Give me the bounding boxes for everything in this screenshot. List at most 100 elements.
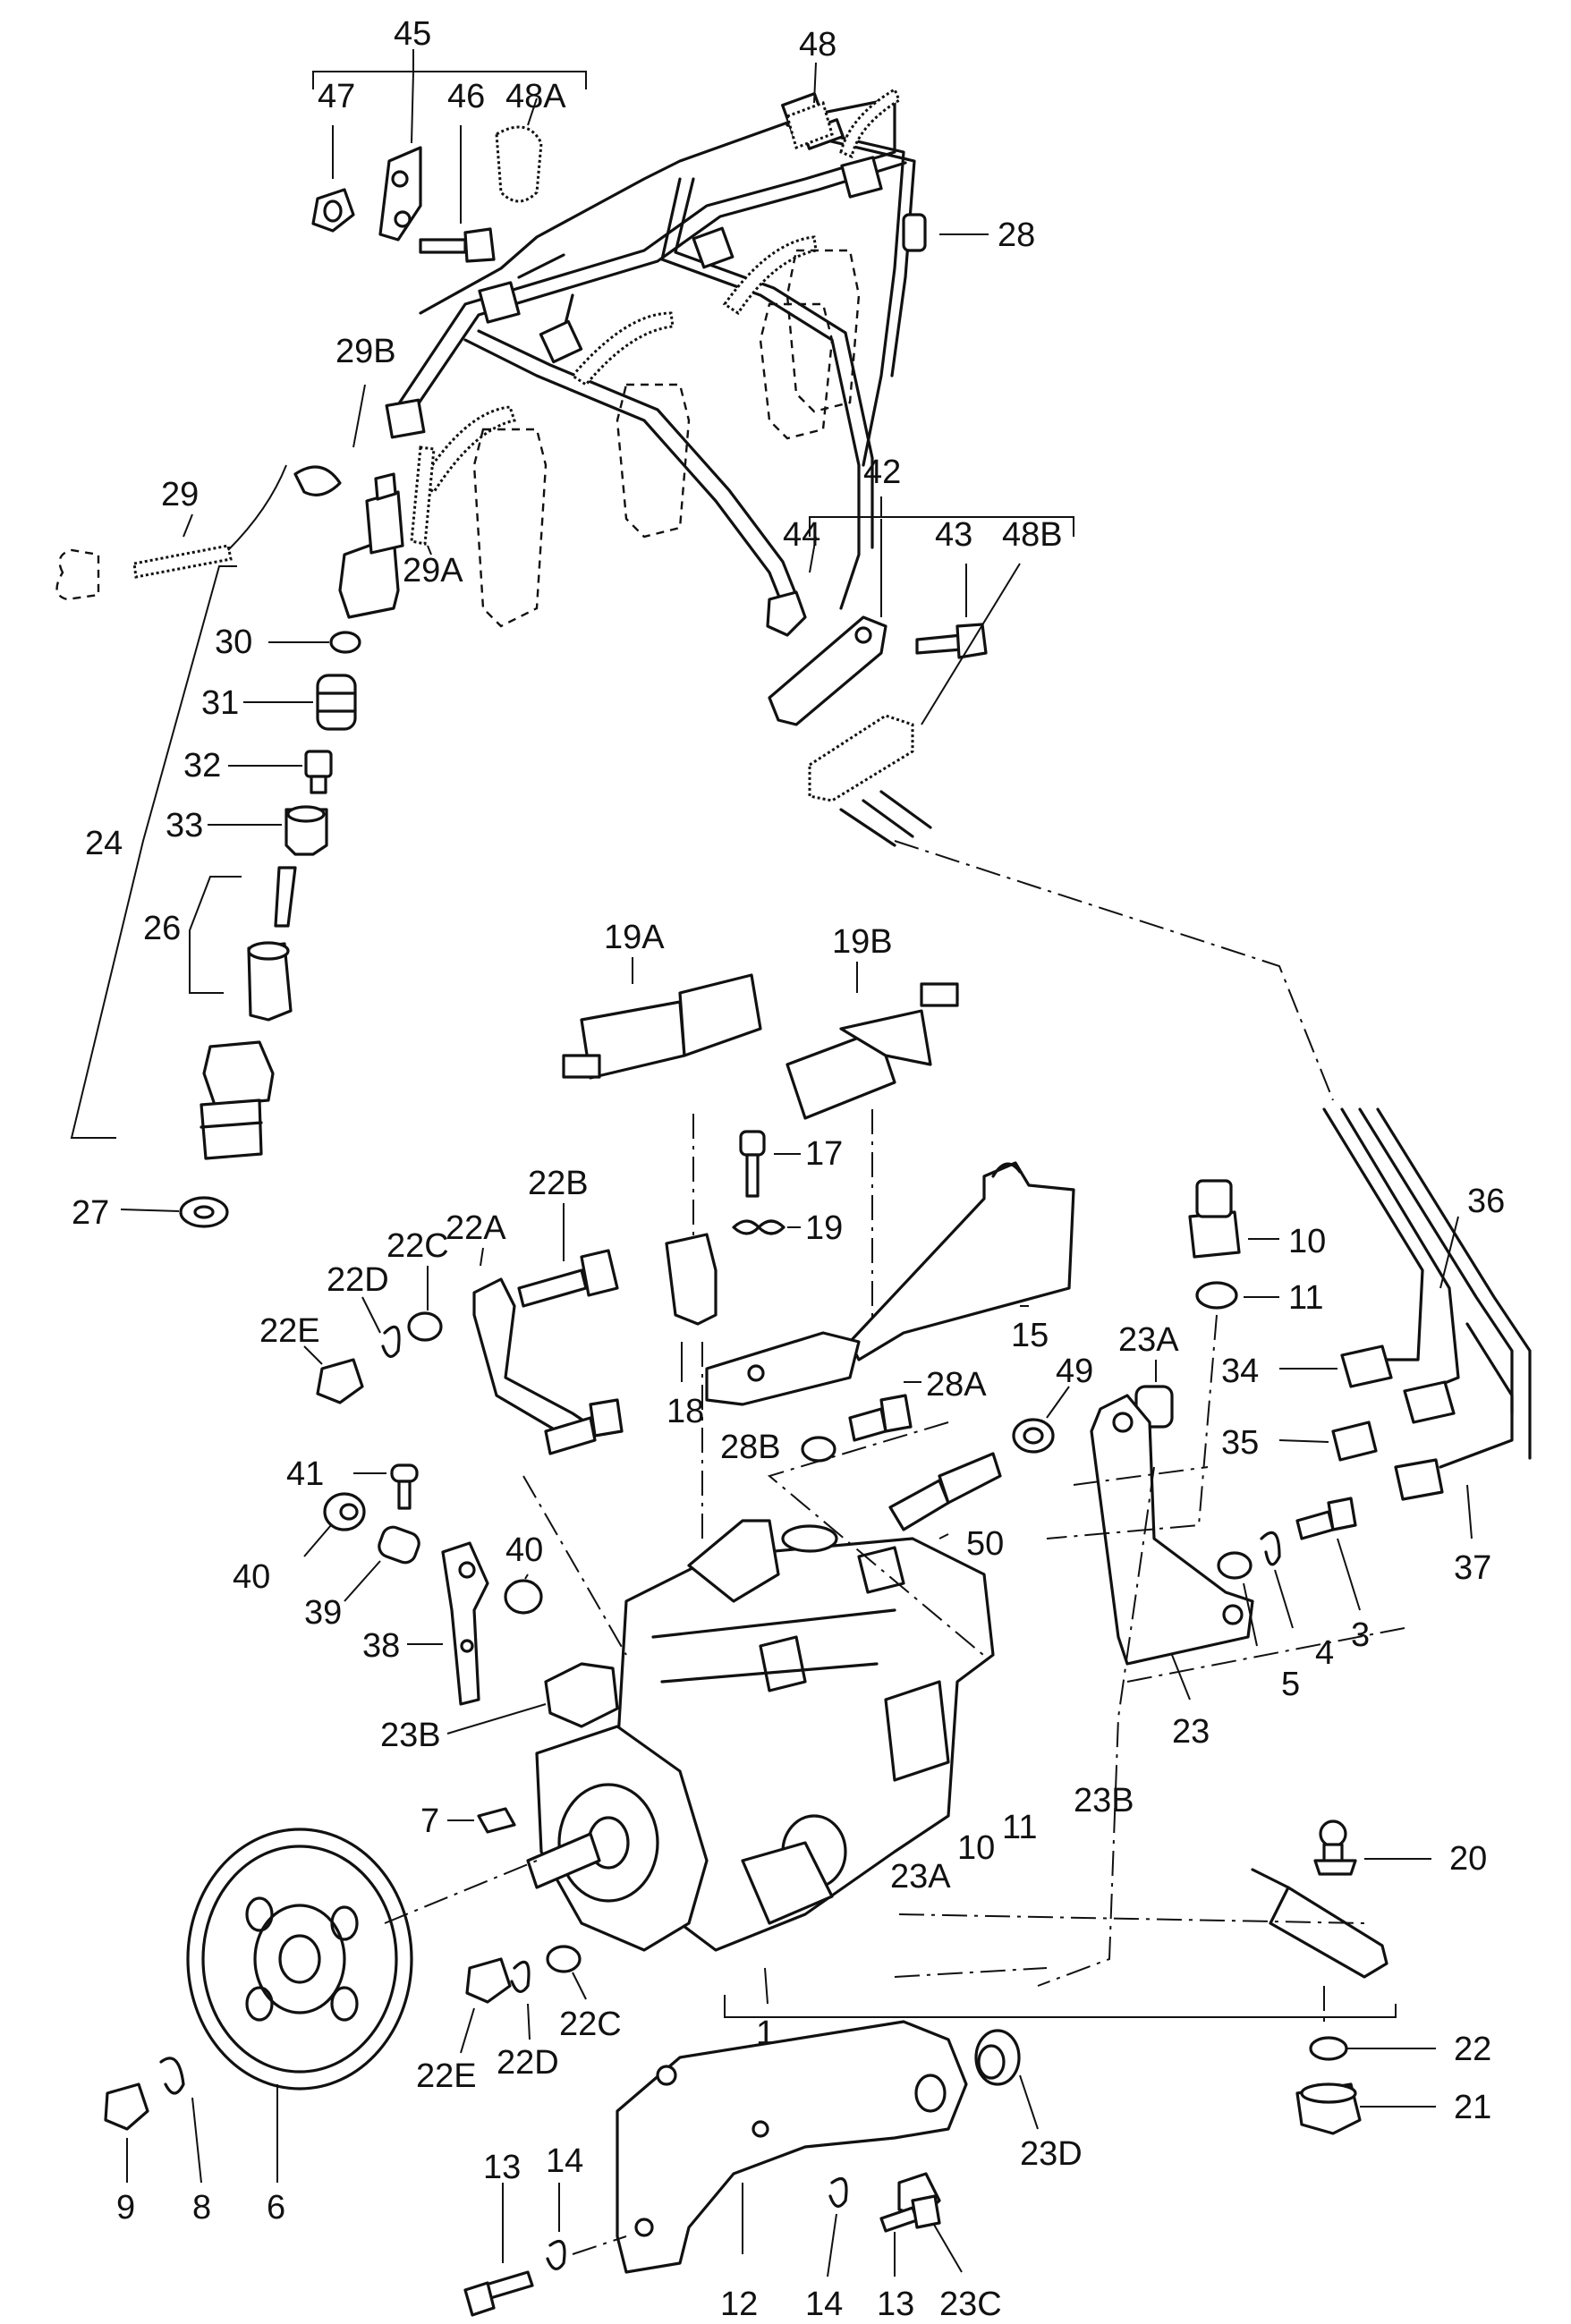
label-11: 11 (1288, 1279, 1323, 1317)
part-28b-oring (801, 1436, 836, 1463)
part-7-key (447, 1807, 516, 1834)
part-6-sprocket (186, 1828, 413, 2183)
label-7: 7 (420, 1802, 439, 1840)
group-bracket-42 (809, 496, 1074, 537)
part-43-bolt (915, 564, 988, 659)
label-23d: 23D (1020, 2135, 1083, 2173)
part-22e-nut (303, 1345, 364, 1404)
label-42: 42 (863, 454, 901, 491)
part-48-insulator (786, 62, 834, 149)
part-45-clamp (378, 71, 422, 242)
part-41-screw (353, 1463, 419, 1510)
part-8-washer (159, 2057, 202, 2184)
part-29-hose (55, 464, 287, 601)
part-12-bracket (616, 2020, 968, 2274)
label-22c-lower: 22C (559, 2006, 622, 2043)
part-31-spring (243, 674, 357, 731)
label-10: 10 (1288, 1223, 1326, 1260)
part-5-washer (1217, 1551, 1258, 1647)
group-bracket-24 (70, 565, 237, 1139)
part-1-injection-pump (526, 1519, 995, 2005)
part-42-clamp (768, 519, 887, 726)
part-9-nut (104, 2082, 149, 2183)
leak-off-hoses (418, 87, 901, 495)
label-18: 18 (667, 1393, 704, 1430)
part-15-bracket (848, 1161, 1075, 1361)
part-39-bushing (344, 1525, 420, 1602)
part-10-switch (1188, 1179, 1279, 1259)
label-22e-lower: 22E (416, 2057, 477, 2095)
label-19b: 19B (832, 923, 893, 961)
part-22d-spring-washer-lower (510, 1960, 531, 2040)
label-23a-upper: 23A (1118, 1321, 1179, 1359)
label-48a: 48A (505, 78, 566, 115)
part-3-bolt (1295, 1497, 1361, 1611)
injector-body (338, 472, 404, 619)
label-6: 6 (267, 2189, 285, 2226)
label-28: 28 (998, 216, 1035, 254)
pipe-stubs (839, 790, 932, 847)
part-47-nut (311, 125, 355, 233)
part-29b-clip (293, 384, 366, 496)
part-44-nut (766, 536, 817, 637)
label-40-right: 40 (505, 1531, 543, 1569)
label-1: 1 (756, 2014, 775, 2052)
label-23a-lower: 23A (890, 1858, 951, 1896)
part-46-bolt (419, 125, 496, 263)
part-28-sleeve (902, 213, 989, 252)
part-40-sleeve-left (303, 1492, 366, 1557)
control-lever (1251, 1868, 1388, 1979)
part-49-washer (1012, 1386, 1070, 1454)
part-11-washer (1195, 1281, 1279, 1310)
label-45: 45 (394, 15, 431, 53)
label-26: 26 (143, 910, 181, 947)
part-4-spring-washer (1260, 1531, 1294, 1629)
callout-labels: 45 47 46 48A 48 28 29B 29 29A 42 44 43 4… (72, 15, 1505, 2323)
label-36: 36 (1467, 1183, 1505, 1220)
label-29a: 29A (403, 552, 463, 589)
label-23c: 23C (939, 2286, 1002, 2323)
part-19b-solenoid (786, 962, 959, 1120)
part-35-nut (1278, 1421, 1378, 1462)
part-33-spacer (208, 805, 328, 856)
part-28a-bolt (848, 1381, 921, 1442)
label-49: 49 (1056, 1353, 1093, 1390)
label-22e: 22E (259, 1312, 320, 1350)
label-48b: 48B (1002, 516, 1063, 554)
label-22d: 22D (327, 1261, 389, 1299)
label-40-left: 40 (233, 1558, 270, 1596)
label-19a: 19A (604, 919, 665, 956)
label-38: 38 (362, 1627, 400, 1665)
part-48b-insulator (808, 563, 1021, 802)
injector-holder-nut (200, 1040, 275, 1160)
part-22d-spring-washer (361, 1296, 401, 1358)
part-32-pin (228, 750, 333, 794)
label-47: 47 (318, 78, 355, 115)
label-9: 9 (116, 2189, 135, 2226)
label-29: 29 (161, 476, 199, 513)
label-3: 3 (1351, 1616, 1370, 1654)
label-13-left: 13 (483, 2149, 521, 2186)
label-23b-left: 23B (380, 1717, 441, 1754)
injectors-dashed (472, 249, 861, 628)
label-31: 31 (201, 684, 239, 722)
part-40-sleeve-right (504, 1573, 543, 1615)
part-50-fitting (888, 1452, 1002, 1539)
label-19: 19 (805, 1209, 843, 1247)
label-30: 30 (215, 623, 252, 661)
part-14-washer-left (546, 2183, 566, 2270)
label-37: 37 (1454, 1549, 1491, 1587)
part-13-bolt-right (879, 2194, 941, 2277)
label-48: 48 (799, 26, 836, 64)
label-12: 12 (720, 2286, 758, 2323)
label-23: 23 (1172, 1713, 1210, 1751)
part-37-nut (1394, 1458, 1473, 1539)
part-17-bolt (739, 1130, 801, 1198)
label-29b: 29B (335, 333, 396, 370)
label-35: 35 (1221, 1424, 1259, 1462)
part-20-ball-stud (1313, 1819, 1431, 1876)
label-28a: 28A (926, 1366, 987, 1404)
label-14-left: 14 (546, 2142, 583, 2180)
part-26-nozzle (247, 866, 297, 1022)
label-33: 33 (166, 807, 203, 844)
